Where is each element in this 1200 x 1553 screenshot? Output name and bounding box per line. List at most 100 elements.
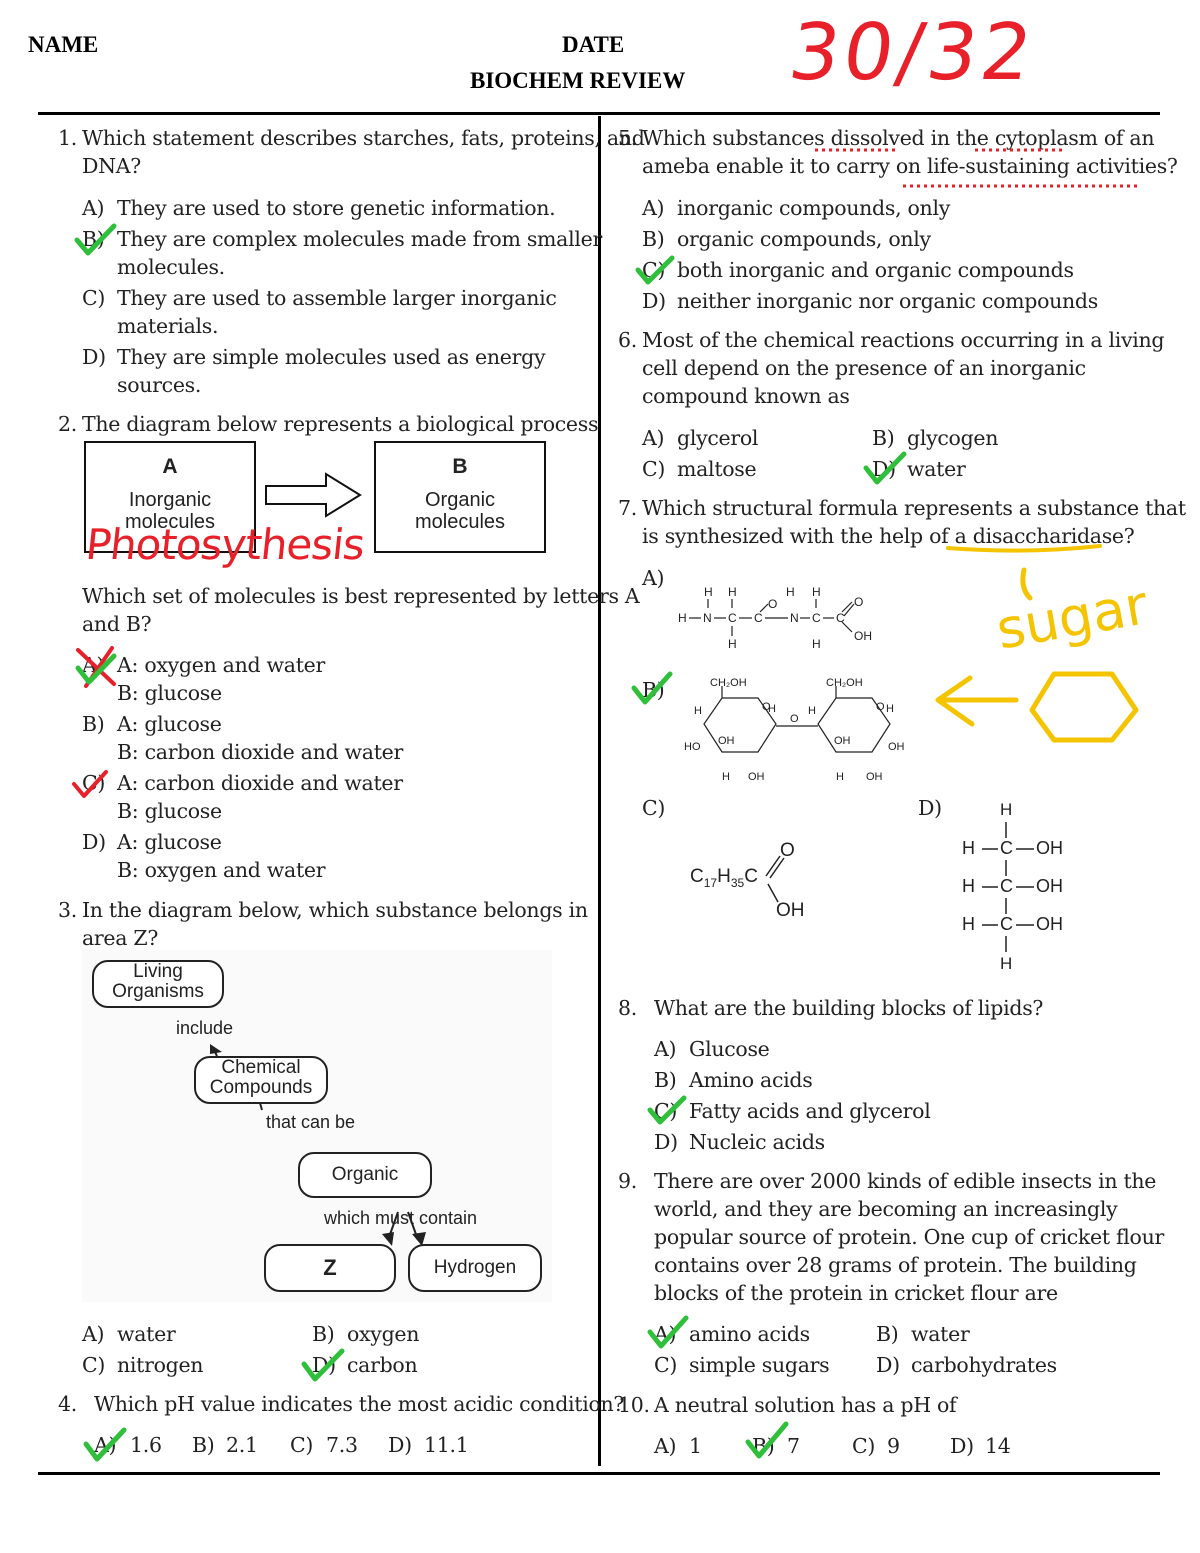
option-letter[interactable]: B) <box>82 712 105 736</box>
option-letter[interactable]: B) <box>872 426 895 450</box>
option-letter[interactable]: A) <box>94 1433 117 1457</box>
option-text: inorganic compounds, only <box>677 196 950 220</box>
concept-link-label: which must contain <box>324 1208 478 1228</box>
option-letter[interactable]: D) <box>388 1433 412 1457</box>
checkmark-icon <box>74 223 117 256</box>
node-text: Organisms <box>112 981 204 1002</box>
question-number: 6. <box>618 328 637 352</box>
header-divider <box>38 112 1160 115</box>
option-letter[interactable]: B) <box>654 1068 677 1092</box>
option-letter[interactable]: C) <box>654 1099 678 1123</box>
option-text: A: glucose <box>117 712 222 736</box>
checkmark-icon <box>635 255 675 285</box>
box-b-letter: B <box>452 455 468 478</box>
formula-d-oh: OH <box>1036 838 1063 858</box>
option-letter[interactable]: B) <box>192 1433 215 1457</box>
formula-d-h: H <box>1000 800 1013 819</box>
option-letter[interactable]: D) <box>642 289 666 313</box>
option-letter[interactable]: A) <box>642 196 665 220</box>
formula-c-oxygen: O <box>780 840 795 861</box>
concept-node-hydrogen: Hydrogen <box>408 1244 542 1292</box>
svg-text:OH: OH <box>888 741 905 753</box>
svg-text:C: C <box>836 611 845 625</box>
node-text: Chemical <box>221 1057 301 1078</box>
formula-d-oh: OH <box>1036 876 1063 896</box>
option-letter[interactable]: A) <box>654 1434 677 1458</box>
option-letter[interactable]: D) <box>82 830 106 854</box>
page-title: BIOCHEM REVIEW <box>470 68 686 93</box>
option-letter[interactable]: A) <box>654 1322 677 1346</box>
option-letter[interactable]: D) <box>918 796 942 820</box>
option-letter[interactable]: A) <box>82 196 105 220</box>
red-dotted-underline <box>815 148 1137 188</box>
option-letter[interactable]: D) <box>82 345 106 369</box>
option-text: Glucose <box>689 1037 770 1061</box>
concept-map: Living Organisms include Chemical Compou… <box>82 950 552 1302</box>
question-number: 8. <box>618 996 637 1020</box>
box-b-text: molecules <box>414 511 506 533</box>
option-letter[interactable]: A) <box>82 1322 105 1346</box>
option-text: They are simple molecules used as energy <box>117 345 546 369</box>
option-text: sources. <box>117 373 202 397</box>
question-stem: blocks of the protein in cricket flour a… <box>654 1281 1058 1305</box>
question-number: 1. <box>58 126 77 150</box>
yellow-underline <box>946 544 1102 553</box>
option-letter[interactable]: C) <box>852 1434 876 1458</box>
option-letter[interactable]: C) <box>642 258 666 282</box>
option-text: They are complex molecules made from sma… <box>117 227 602 251</box>
option-text: water <box>911 1322 970 1346</box>
formula-c-fatty-acid: C17H35C <box>690 866 758 890</box>
option-text: 7 <box>787 1434 800 1458</box>
question-stem: A neutral solution has a pH of <box>654 1393 957 1417</box>
option-letter[interactable]: D) <box>654 1130 678 1154</box>
option-text: A: oxygen and water <box>117 653 325 677</box>
question-stem: popular source of protein. One cup of cr… <box>654 1225 1164 1249</box>
option-letter[interactable]: A) <box>642 566 665 590</box>
option-text: B: glucose <box>117 681 222 705</box>
formula-d-bonds <box>982 822 1034 952</box>
svg-text:C: C <box>812 611 821 625</box>
option-text: B: glucose <box>117 799 222 823</box>
option-letter[interactable]: B) <box>312 1322 335 1346</box>
option-letter[interactable]: C) <box>642 796 666 820</box>
option-letter[interactable]: A) <box>654 1037 677 1061</box>
handwritten-annotation: Photosythesis <box>83 520 367 569</box>
red-checkmark-icon <box>72 770 108 798</box>
option-letter[interactable]: C) <box>642 457 666 481</box>
svg-text:OH: OH <box>718 735 735 747</box>
diagram-box-a: A Inorganic molecules <box>84 441 256 553</box>
option-text: 11.1 <box>424 1433 469 1457</box>
option-letter[interactable]: C) <box>82 1353 106 1377</box>
question-text: and B? <box>82 612 152 636</box>
question-stem: cell depend on the presence of an inorga… <box>642 356 1086 380</box>
date-label: DATE <box>562 32 625 57</box>
option-letter[interactable]: C) <box>654 1353 678 1377</box>
option-letter[interactable]: C) <box>82 286 106 310</box>
option-text: They are used to store genetic informati… <box>117 196 556 220</box>
option-text: carbohydrates <box>911 1353 1057 1377</box>
option-text: They are used to assemble larger inorgan… <box>117 286 557 310</box>
svg-text:CH₂OH: CH₂OH <box>826 677 863 689</box>
option-letter[interactable]: B) <box>876 1322 899 1346</box>
formula-d-oh: OH <box>1036 914 1063 934</box>
option-letter[interactable]: C) <box>290 1433 314 1457</box>
box-a-letter: A <box>162 455 178 478</box>
question-number: 10. <box>618 1393 650 1417</box>
option-text: nitrogen <box>117 1353 204 1377</box>
question-number: 2. <box>58 412 77 436</box>
question-number: 7. <box>618 496 637 520</box>
option-letter[interactable]: A) <box>642 426 665 450</box>
option-letter[interactable]: B) <box>642 227 665 251</box>
option-text: Fatty acids and glycerol <box>689 1099 931 1123</box>
question-stem: world, and they are becoming an increasi… <box>654 1197 1118 1221</box>
option-text: amino acids <box>689 1322 810 1346</box>
node-text: Living <box>133 961 183 982</box>
option-text: molecules. <box>117 255 225 279</box>
checkmark-icon <box>647 1095 687 1125</box>
option-letter[interactable]: D) <box>950 1434 974 1458</box>
option-text: oxygen <box>347 1322 420 1346</box>
option-letter[interactable]: D) <box>876 1353 900 1377</box>
concept-link-label: include <box>176 1018 234 1038</box>
formula-text: C <box>690 866 704 887</box>
formula-text: C <box>744 866 758 887</box>
